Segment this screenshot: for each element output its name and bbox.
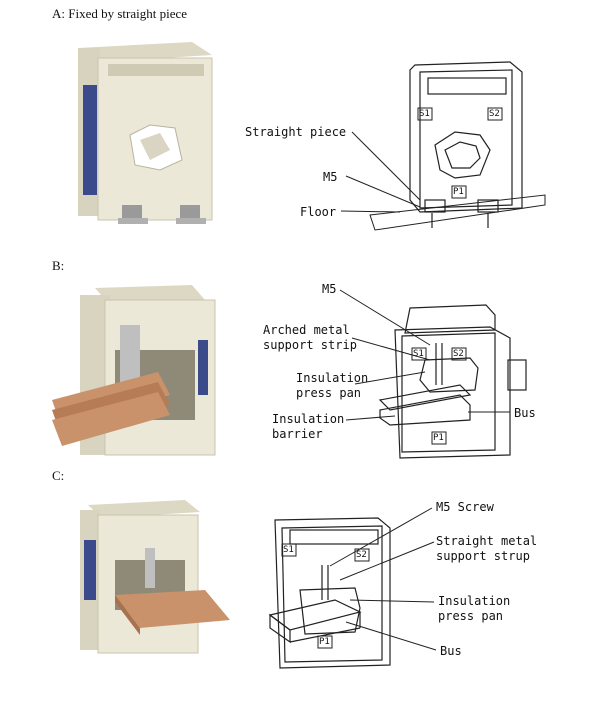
label-ins-barrier-line1: Insulation xyxy=(272,412,345,426)
label-m5-a: M5 xyxy=(323,170,338,184)
label-arched-line1: Arched metal xyxy=(263,323,350,337)
terminal-s1-c xyxy=(281,543,297,557)
section-title-b: B: xyxy=(52,258,65,273)
label-ins-press-b-line2: press pan xyxy=(296,386,362,400)
photo-c-transformer xyxy=(80,500,230,654)
terminal-p1-a xyxy=(451,185,467,199)
section-title-c: C: xyxy=(52,468,65,483)
terminal-p1-b-label: P1 xyxy=(433,433,444,443)
terminal-p1-a-label: P1 xyxy=(453,187,464,197)
terminal-s1-b-label: S1 xyxy=(413,349,424,359)
leaders-b xyxy=(339,289,510,421)
terminal-s2-c xyxy=(354,548,370,562)
terminal-p1-c xyxy=(317,635,333,649)
label-arched-line2: support strip xyxy=(263,338,357,352)
terminal-s2-a-label: S2 xyxy=(489,109,500,119)
label-ins-press-b-line1: Insulation xyxy=(296,371,369,385)
label-straight-line2: support strup xyxy=(436,549,530,563)
terminal-s1-a-label: S1 xyxy=(419,109,430,119)
drawing-b xyxy=(378,304,527,459)
terminal-p1-b xyxy=(431,431,447,445)
label-bus-c: Bus xyxy=(440,644,462,658)
terminal-s2-a xyxy=(487,107,503,121)
terminal-s2-b xyxy=(451,347,467,361)
terminal-s1-b xyxy=(411,347,427,361)
label-bus-b: Bus xyxy=(514,406,536,420)
terminal-p1-c-label: P1 xyxy=(319,637,330,647)
label-m5-screw: M5 Screw xyxy=(436,500,494,514)
terminal-s1-c-label: S1 xyxy=(283,545,294,555)
terminal-s1-a xyxy=(417,107,433,121)
drawing-a xyxy=(369,61,546,231)
label-floor: Floor xyxy=(300,205,337,219)
drawing-c xyxy=(268,517,391,669)
photo-b-transformer xyxy=(52,285,216,456)
section-title-a: A: Fixed by straight piece xyxy=(52,6,188,21)
label-straight-piece: Straight piece xyxy=(245,125,347,139)
terminal-s2-b-label: S2 xyxy=(453,349,464,359)
terminal-s2-c-label: S2 xyxy=(356,550,367,560)
label-ins-press-c-line1: Insulation xyxy=(438,594,511,608)
leaders-a xyxy=(340,131,421,213)
photo-a-transformer xyxy=(78,42,213,224)
leaders-c xyxy=(329,507,437,651)
label-ins-press-c-line2: press pan xyxy=(438,609,504,623)
label-straight-line1: Straight metal xyxy=(436,534,538,548)
label-m5-b: M5 xyxy=(322,282,337,296)
label-ins-barrier-line2: barrier xyxy=(272,427,323,441)
